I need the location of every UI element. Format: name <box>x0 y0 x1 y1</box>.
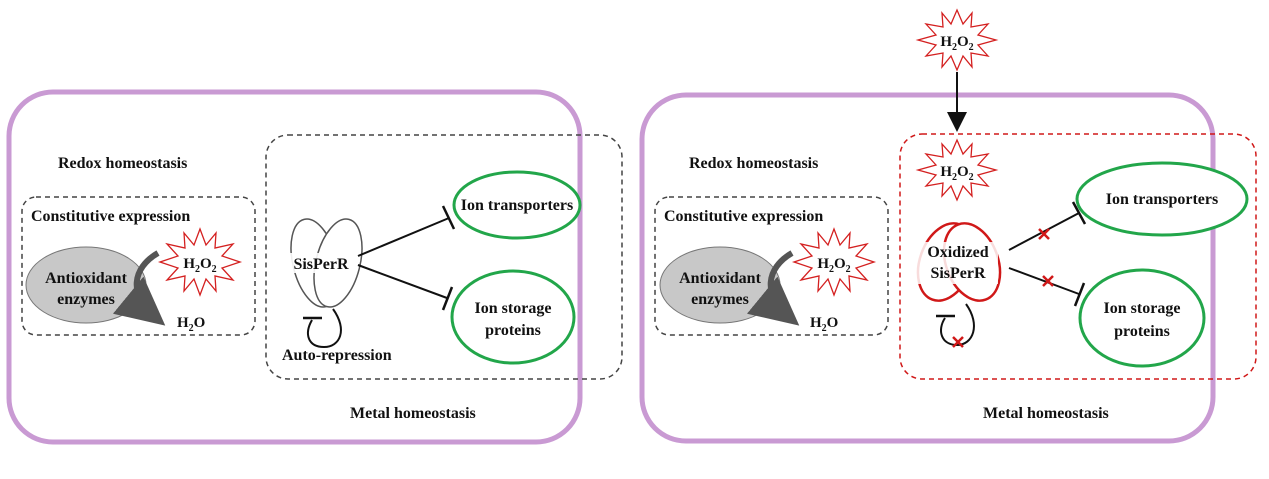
cell-boundary <box>6 89 583 445</box>
metal-regulation-box <box>265 134 623 380</box>
inhibition-tbar-storage <box>1073 282 1086 307</box>
inhibition-line-storage <box>1008 267 1080 295</box>
red-x-icon <box>952 336 964 348</box>
ion-storage-label-line1: Ion storage <box>475 300 552 317</box>
ion-storage-node <box>450 269 576 365</box>
redox-homeostasis-label: Redox homeostasis <box>58 155 187 172</box>
h2o2-label: H2O2 <box>817 256 850 275</box>
inhibition-line-transporters <box>357 217 450 257</box>
starburst-icon <box>915 138 999 202</box>
red-x-icon <box>1038 228 1050 240</box>
constitutive-expression-label: Constitutive expression <box>664 208 823 225</box>
starburst-icon <box>915 8 999 72</box>
cell-boundary <box>639 92 1216 444</box>
inhibition-line-storage <box>357 264 448 299</box>
inhibition-tbar-storage <box>441 286 454 311</box>
ion-transporters-node <box>452 170 582 240</box>
antioxidant-label-line1: Antioxidant <box>679 270 761 287</box>
constitutive-expression-label: Constitutive expression <box>31 208 190 225</box>
inhibition-line-transporters <box>1008 212 1080 251</box>
auto-repression-label: Auto-repression <box>282 347 392 364</box>
inhibition-tbar-transporters <box>441 205 456 230</box>
red-x-icon <box>1042 275 1054 287</box>
antioxidant-label-line1: Antioxidant <box>45 270 127 287</box>
ion-transporters-label: Ion transporters <box>1106 191 1218 208</box>
oxidized-sisperr-line1: Oxidized <box>927 244 988 261</box>
left-panel: Redox homeostasis Constitutive expressio… <box>6 89 623 445</box>
metal-homeostasis-label: Metal homeostasis <box>350 405 476 422</box>
h2o2-internal-label: H2O2 <box>940 164 973 183</box>
sisperr-label: SisPerR <box>293 256 349 273</box>
right-panel: H2O2 Redox homeostasis Constitutive expr… <box>639 8 1257 444</box>
inhibition-tbar-transporters <box>1071 201 1087 225</box>
metal-regulation-box <box>899 133 1257 380</box>
oxidized-sisperr-line2: SisPerR <box>930 265 986 282</box>
ion-storage-label-line2: proteins <box>1114 323 1170 340</box>
h2o2-label: H2O2 <box>183 256 216 275</box>
ion-storage-node <box>1078 268 1206 368</box>
redox-homeostasis-label: Redox homeostasis <box>689 155 818 172</box>
constitutive-expression-box <box>21 196 256 336</box>
constitutive-expression-box <box>654 196 889 336</box>
ion-storage-label-line1: Ion storage <box>1104 300 1181 317</box>
starburst-icon <box>157 227 243 297</box>
h2o-label: H2O <box>810 315 838 334</box>
metal-homeostasis-label: Metal homeostasis <box>983 405 1109 422</box>
antioxidant-label-line2: enzymes <box>57 291 115 308</box>
starburst-icon <box>791 227 877 297</box>
antioxidant-label-line2: enzymes <box>691 291 749 308</box>
auto-repression-loop <box>307 308 342 349</box>
ion-transporters-label: Ion transporters <box>461 197 573 214</box>
h2o-label: H2O <box>177 315 205 334</box>
ion-storage-label-line2: proteins <box>485 322 541 339</box>
ion-transporters-node <box>1075 161 1249 237</box>
curved-arrow <box>112 250 166 326</box>
h2o2-external-label: H2O2 <box>940 34 973 53</box>
auto-repression-loop <box>940 303 975 347</box>
curved-arrow <box>746 250 800 326</box>
